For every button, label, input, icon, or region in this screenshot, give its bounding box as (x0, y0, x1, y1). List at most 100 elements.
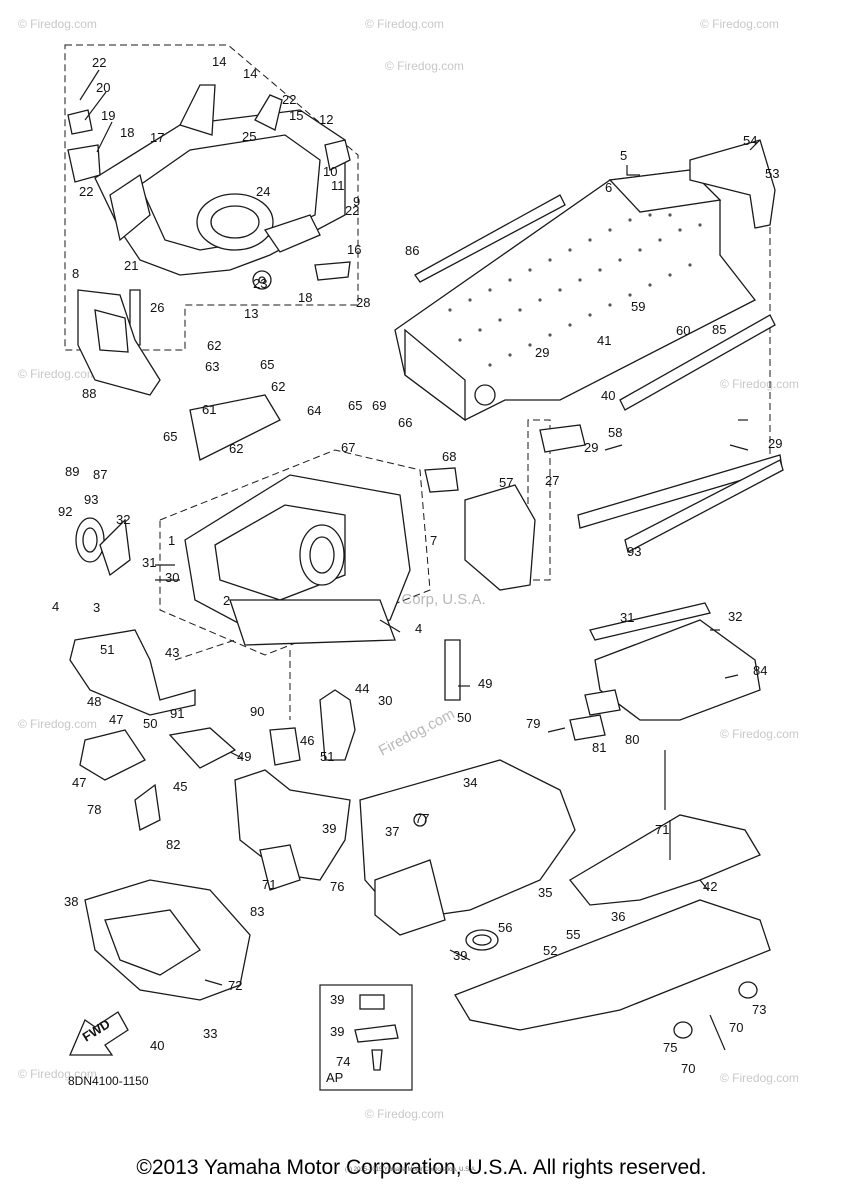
callout-number: 13 (244, 306, 258, 321)
callout-number: 22 (79, 184, 93, 199)
callout-number: 51 (100, 642, 114, 657)
callout-number: 30 (165, 570, 179, 585)
callout-number: 32 (728, 609, 742, 624)
callout-number: 87 (93, 467, 107, 482)
callout-number: 10 (323, 164, 337, 179)
callout-number: 31 (620, 610, 634, 625)
callout-number: 29 (768, 436, 782, 451)
callout-number: 19 (101, 108, 115, 123)
callout-number: 6 (605, 180, 612, 195)
callout-number: 40 (150, 1038, 164, 1053)
watermark: © Firedog.com (18, 1067, 97, 1081)
leader-lines (79, 69, 761, 1051)
callout-number: 39 (322, 821, 336, 836)
callout-number: 40 (601, 388, 615, 403)
callout-number: 62 (229, 441, 243, 456)
callout-number: 47 (72, 775, 86, 790)
callout-number: 88 (82, 386, 96, 401)
watermark: © Firedog.com (720, 1071, 799, 1085)
callout-number: 81 (592, 740, 606, 755)
callout-number: 24 (256, 184, 270, 199)
watermark: © Firedog.com (720, 377, 799, 391)
callout-number: 92 (58, 504, 72, 519)
callout-number: 84 (753, 663, 767, 678)
callout-number: 43 (165, 645, 179, 660)
center-watermark: Firedog.com (376, 705, 458, 759)
callout-number: 50 (457, 710, 471, 725)
callout-number: 65 (260, 357, 274, 372)
lower-right-parts (454, 602, 771, 1039)
callout-number: 26 (150, 300, 164, 315)
callout-number: 34 (463, 775, 477, 790)
callout-number: 12 (319, 112, 333, 127)
callout-number: 83 (250, 904, 264, 919)
footer-small-print: (c) 2005-2015 Yamaha Motor Corporation, … (345, 1167, 477, 1173)
callout-number: 65 (163, 429, 177, 444)
callout-number: 71 (262, 877, 276, 892)
callout-number: 33 (203, 1026, 217, 1041)
callout-number: 74 (336, 1054, 350, 1069)
forward-arrow: FWD (69, 1011, 129, 1056)
callout-number: 90 (250, 704, 264, 719)
callout-number: 93 (627, 544, 641, 559)
callout-number: 5 (620, 148, 627, 163)
callout-number: 38 (64, 894, 78, 909)
watermark: © Firedog.com (18, 717, 97, 731)
callout-number: 70 (681, 1061, 695, 1076)
callout-number: 29 (535, 345, 549, 360)
callout-number: 73 (752, 1002, 766, 1017)
lower-center-parts (234, 689, 576, 951)
callout-number: 49 (478, 676, 492, 691)
callout-number: 70 (729, 1020, 743, 1035)
callout-number: 39 (453, 948, 467, 963)
callout-number: 32 (116, 512, 130, 527)
callout-number: 89 (65, 464, 79, 479)
callout-number: 22 (92, 55, 106, 70)
callout-number: 11 (331, 178, 345, 193)
callout-number: 57 (499, 475, 513, 490)
callout-number: 14 (243, 66, 257, 81)
callout-number: 1 (168, 533, 175, 548)
callout-number: 15 (289, 108, 303, 123)
watermark: © Firedog.com (18, 17, 97, 31)
watermark: © Firedog.com (18, 367, 97, 381)
callout-number: 45 (173, 779, 187, 794)
callout-number: 76 (330, 879, 344, 894)
callout-number: 67 (341, 440, 355, 455)
callout-number: 41 (597, 333, 611, 348)
callout-number: 56 (498, 920, 512, 935)
callout-number: 4 (415, 621, 422, 636)
callout-number: 82 (166, 837, 180, 852)
callout-number: 64 (307, 403, 321, 418)
callout-number: 62 (271, 379, 285, 394)
callout-number: 77 (415, 811, 429, 826)
watermark: © Firedog.com (365, 1107, 444, 1121)
callout-number: 2 (223, 593, 230, 608)
callout-number: 39 (330, 1024, 344, 1039)
callout-number: 23 (253, 276, 267, 291)
callout-number: 53 (765, 166, 779, 181)
callout-number: 36 (611, 909, 625, 924)
callout-number: 66 (398, 415, 412, 430)
callout-number: 58 (608, 425, 622, 440)
callout-number: 18 (120, 125, 134, 140)
callout-number: 4 (52, 599, 59, 614)
callout-number: 29 (584, 440, 598, 455)
inset-label: AP (326, 1070, 343, 1085)
callout-number: 69 (372, 398, 386, 413)
callout-number: 3 (93, 600, 100, 615)
callout-number: 44 (355, 681, 369, 696)
callout-number: 86 (405, 243, 419, 258)
callout-number: 49 (237, 749, 251, 764)
left-mount-bracket (77, 289, 161, 396)
callout-number: 14 (212, 54, 226, 69)
callout-number: 42 (703, 879, 717, 894)
callout-number: 9 (353, 194, 360, 209)
callout-number: 46 (300, 733, 314, 748)
main-frame-assembly (184, 394, 536, 766)
callout-number: 85 (712, 322, 726, 337)
footer-copyright: ©2013 Yamaha Motor Corporation, U.S.A. A… (136, 1156, 707, 1179)
callout-number: 47 (109, 712, 123, 727)
